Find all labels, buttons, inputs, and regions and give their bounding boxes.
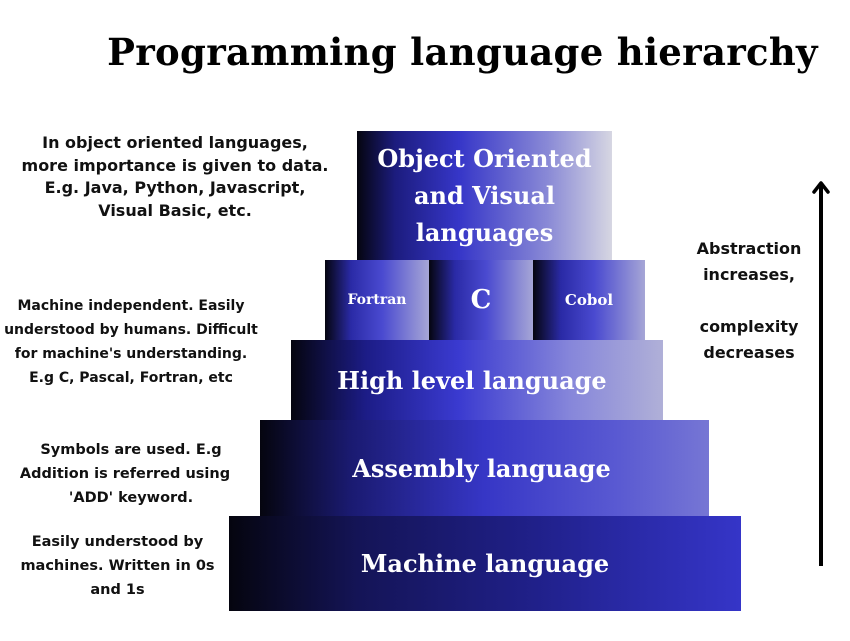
note-line: understood by humans. Difficult <box>4 322 258 338</box>
note-line: Addition is referred using <box>19 466 231 482</box>
block-assembly-language: Assembly language <box>260 420 709 516</box>
note-line: Machine independent. Easily <box>17 298 245 314</box>
block-label: C <box>470 285 492 315</box>
axis-line: increases, <box>703 265 795 284</box>
block-c: C <box>429 260 533 340</box>
note-line: Easily understood by <box>31 534 204 550</box>
block-machine-language: Machine language <box>229 516 741 611</box>
block-high-level-language: High level language <box>291 340 663 420</box>
page-title: Programming language hierarchy <box>107 30 818 74</box>
note-line: for machine's understanding. <box>14 346 248 362</box>
arrow-up-icon <box>812 181 830 194</box>
note-assembly: Symbols are used. E.g Addition is referr… <box>10 438 240 510</box>
note-object-oriented: In object oriented languages, more impor… <box>10 132 340 222</box>
arrow-shaft <box>819 186 823 566</box>
note-line: more importance is given to data. <box>21 155 329 175</box>
block-label: languages <box>415 218 554 247</box>
axis-line: decreases <box>703 343 795 362</box>
block-object-oriented: Object Oriented and Visual languages <box>357 131 612 260</box>
block-fortran: Fortran <box>325 260 429 340</box>
block-label: Cobol <box>564 291 614 309</box>
block-label: Machine language <box>360 549 610 578</box>
block-cobol: Cobol <box>533 260 645 340</box>
note-high-level: Machine independent. Easily understood b… <box>0 294 262 390</box>
note-line: 'ADD' keyword. <box>68 490 194 506</box>
axis-spacer <box>686 288 812 314</box>
note-line: E.g. Java, Python, Javascript, <box>44 178 306 197</box>
block-label: Fortran <box>347 292 407 308</box>
note-line: and 1s <box>90 582 145 598</box>
note-line: Visual Basic, etc. <box>98 200 252 220</box>
axis-label: Abstraction increases, complexity decrea… <box>686 236 812 366</box>
note-line: E.g C, Pascal, Fortran, etc <box>29 370 233 386</box>
axis-line: Abstraction <box>696 239 802 258</box>
axis-line: complexity <box>699 317 799 336</box>
block-label: Object Oriented <box>377 144 592 173</box>
block-label: and Visual <box>413 181 556 210</box>
block-label: Assembly language <box>352 453 611 483</box>
note-machine: Easily understood by machines. Written i… <box>10 530 225 602</box>
note-line: Symbols are used. E.g <box>40 442 222 458</box>
note-line: In object oriented languages, <box>42 133 308 152</box>
block-label: High level language <box>337 365 607 395</box>
note-line: machines. Written in 0s <box>20 558 215 574</box>
